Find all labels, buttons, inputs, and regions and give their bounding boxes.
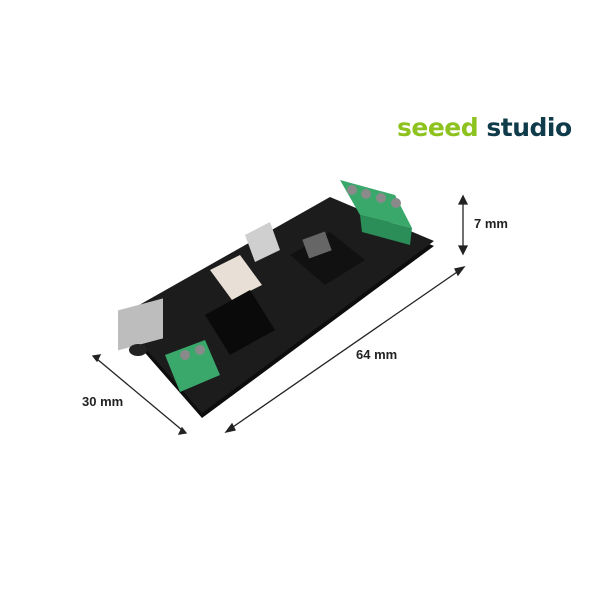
seeed-studio-logo: seeed studio bbox=[397, 113, 572, 142]
length-label: 64 mm bbox=[356, 347, 398, 362]
height-label: 7 mm bbox=[474, 216, 508, 231]
chip bbox=[302, 231, 332, 259]
screw-terminal-large bbox=[340, 180, 412, 245]
header-pins bbox=[205, 290, 275, 355]
width-dimension-line bbox=[96, 358, 183, 431]
dc-jack bbox=[118, 298, 163, 351]
white-connector bbox=[210, 255, 262, 300]
dimension-lines bbox=[91, 194, 469, 435]
length-dimension-line bbox=[229, 269, 461, 430]
pcb-board bbox=[118, 180, 434, 418]
switch bbox=[245, 222, 280, 262]
screw-terminal-small bbox=[165, 340, 220, 392]
width-label: 30 mm bbox=[82, 394, 124, 409]
